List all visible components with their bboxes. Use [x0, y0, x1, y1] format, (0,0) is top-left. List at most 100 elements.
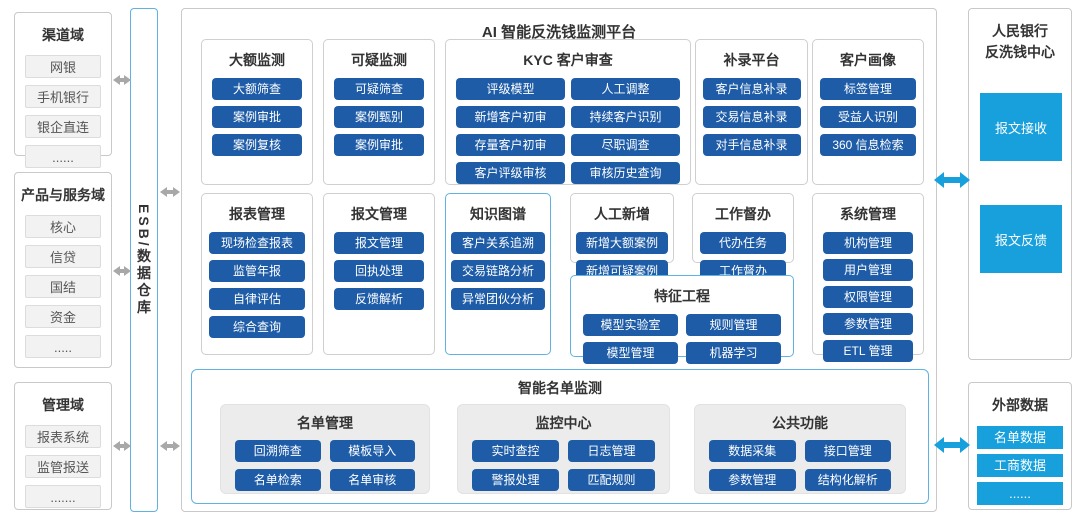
feature-chip: 360 信息检索 — [820, 134, 916, 156]
feature-chip: 标签管理 — [820, 78, 916, 100]
group-product-service-domain: 产品与服务域 核心 信贷 国结 资金 ..... — [14, 172, 112, 368]
feature-chip: 尽职调查 — [571, 134, 680, 156]
module-title: 智能名单监测 — [518, 380, 602, 396]
module-feature-engineering: 特征工程 模型实验室 规则管理 模型管理 机器学习 — [570, 275, 794, 364]
feature-chip: 报文管理 — [334, 232, 424, 254]
feature-chip: 模板导入 — [329, 440, 415, 462]
group-channel-domain: 渠道域 网银 手机银行 银企直连 ...... — [14, 12, 112, 168]
feature-chip: 客户评级审核 — [456, 162, 565, 184]
module-title: 报文管理 — [351, 206, 407, 222]
message-receive-block: 报文接收 — [980, 93, 1062, 161]
feature-chip: 警报处理 — [472, 469, 559, 491]
esb-data-warehouse-bar: ESB/数据仓库 — [130, 8, 158, 512]
module-work-supervision: 工作督办 代办任务 工作督办 — [692, 193, 794, 282]
feature-chip: 异常团伙分析 — [451, 288, 545, 310]
feature-chip: 对手信息补录 — [702, 134, 801, 156]
feature-eng-grid: 模型实验室 规则管理 模型管理 机器学习 — [571, 314, 793, 364]
pboc-title-line1: 人民银行 — [992, 23, 1048, 39]
feature-chip: 可疑筛查 — [334, 78, 424, 100]
external-data-title: 外部数据 — [992, 397, 1048, 413]
feature-chip: 回溯筛查 — [235, 440, 321, 462]
arrow-esb-platform-bottom — [160, 441, 180, 451]
product-item-more: ..... — [25, 335, 101, 358]
external-data-item-more: ...... — [977, 482, 1063, 505]
pboc-title-line2: 反洗钱中心 — [985, 44, 1055, 60]
group-management-domain: 管理域 报表系统 监管报送 ....... — [14, 382, 112, 510]
module-title: KYC 客户审查 — [523, 52, 613, 68]
external-data-item: 名单数据 — [977, 426, 1063, 449]
channel-item: 手机银行 — [25, 85, 101, 108]
module-title: 知识图谱 — [470, 206, 526, 222]
module-title: 工作督办 — [715, 206, 771, 222]
common-functions-grid: 数据采集 接口管理 参数管理 结构化解析 — [695, 440, 905, 491]
feature-chip: 接口管理 — [804, 440, 891, 462]
feature-chip: 客户关系追溯 — [451, 232, 545, 254]
feature-chip: ETL 管理 — [823, 340, 913, 362]
feature-chip: 大额筛查 — [212, 78, 302, 100]
module-kyc-review: KYC 客户审查 评级模型 人工调整 新增客户初审 持续客户识别 存量客户初审 … — [445, 39, 691, 185]
product-item: 信贷 — [25, 245, 101, 268]
channel-item-more: ...... — [25, 145, 101, 168]
module-smart-list-monitoring: 智能名单监测 名单管理 回溯筛查 模板导入 名单检索 名单审核 监控中心 实时查… — [191, 369, 929, 504]
feature-chip: 回执处理 — [334, 260, 424, 282]
arrow-channel-esb — [113, 75, 131, 85]
module-title: 人工新增 — [594, 206, 650, 222]
module-customer-profile: 客户画像 标签管理 受益人识别 360 信息检索 — [812, 39, 924, 185]
feature-chip: 评级模型 — [456, 78, 565, 100]
panel-title: 监控中心 — [535, 415, 592, 431]
module-knowledge-graph: 知识图谱 客户关系追溯 交易链路分析 异常团伙分析 — [445, 193, 551, 355]
feature-chip: 机器学习 — [686, 342, 781, 364]
pboc-aml-center-box: 人民银行 反洗钱中心 报文接收 报文反馈 — [968, 8, 1072, 360]
feature-chip: 匹配规则 — [568, 469, 655, 491]
message-feedback-block: 报文反馈 — [980, 205, 1062, 273]
product-item: 国结 — [25, 275, 101, 298]
module-suspicious-monitoring: 可疑监测 可疑筛查 案例甄别 案例审批 — [323, 39, 435, 185]
feature-chip: 存量客户初审 — [456, 134, 565, 156]
group-title: 渠道域 — [42, 27, 84, 43]
platform-box: AI 智能反洗钱监测平台 大额监测 大额筛查 案例审批 案例复核 可疑监测 可疑… — [181, 8, 937, 512]
feature-chip: 新增客户初审 — [456, 106, 565, 128]
module-title: 可疑监测 — [351, 52, 407, 68]
panel-title: 公共功能 — [772, 415, 828, 431]
feature-chip: 实时查控 — [472, 440, 559, 462]
module-report-management: 报表管理 现场检查报表 监管年报 自律评估 综合查询 — [201, 193, 313, 355]
feature-chip: 规则管理 — [686, 314, 781, 336]
feature-chip: 名单审核 — [329, 469, 415, 491]
channel-item: 银企直连 — [25, 115, 101, 138]
feature-chip: 案例审批 — [212, 106, 302, 128]
external-data-box: 外部数据 名单数据 工商数据 ...... — [968, 382, 1072, 510]
feature-chip: 代办任务 — [700, 232, 786, 254]
feature-chip: 监管年报 — [209, 260, 305, 282]
group-title: 产品与服务域 — [21, 187, 105, 203]
feature-chip: 现场检查报表 — [209, 232, 305, 254]
management-item: 报表系统 — [25, 425, 101, 448]
feature-chip: 用户管理 — [823, 259, 913, 281]
module-title: 补录平台 — [723, 52, 780, 68]
module-title: 系统管理 — [840, 206, 896, 222]
feature-chip: 客户信息补录 — [702, 78, 801, 100]
feature-chip: 模型实验室 — [583, 314, 678, 336]
feature-chip: 新增大额案例 — [576, 232, 668, 254]
feature-chip: 人工调整 — [571, 78, 680, 100]
feature-chip: 权限管理 — [823, 286, 913, 308]
feature-chip: 模型管理 — [583, 342, 678, 364]
module-title: 大额监测 — [229, 52, 285, 68]
feature-chip: 名单检索 — [235, 469, 321, 491]
list-mgmt-grid: 回溯筛查 模板导入 名单检索 名单审核 — [221, 440, 429, 491]
feature-chip: 持续客户识别 — [571, 106, 680, 128]
feature-chip: 综合查询 — [209, 316, 305, 338]
feature-chip: 结构化解析 — [804, 469, 891, 491]
group-title: 管理域 — [42, 397, 84, 413]
feature-chip: 日志管理 — [568, 440, 655, 462]
arrow-esb-platform-top — [160, 187, 180, 197]
module-title: 特征工程 — [654, 288, 710, 304]
module-large-amount-monitoring: 大额监测 大额筛查 案例审批 案例复核 — [201, 39, 313, 185]
arrow-platform-external-data — [934, 437, 970, 453]
feature-chip: 自律评估 — [209, 288, 305, 310]
feature-chip: 反馈解析 — [334, 288, 424, 310]
feature-chip: 交易信息补录 — [702, 106, 801, 128]
module-supplement-platform: 补录平台 客户信息补录 交易信息补录 对手信息补录 — [695, 39, 808, 185]
module-manual-add: 人工新增 新增大额案例 新增可疑案例 — [570, 193, 674, 282]
kyc-grid: 评级模型 人工调整 新增客户初审 持续客户识别 存量客户初审 尽职调查 客户评级… — [446, 78, 690, 184]
